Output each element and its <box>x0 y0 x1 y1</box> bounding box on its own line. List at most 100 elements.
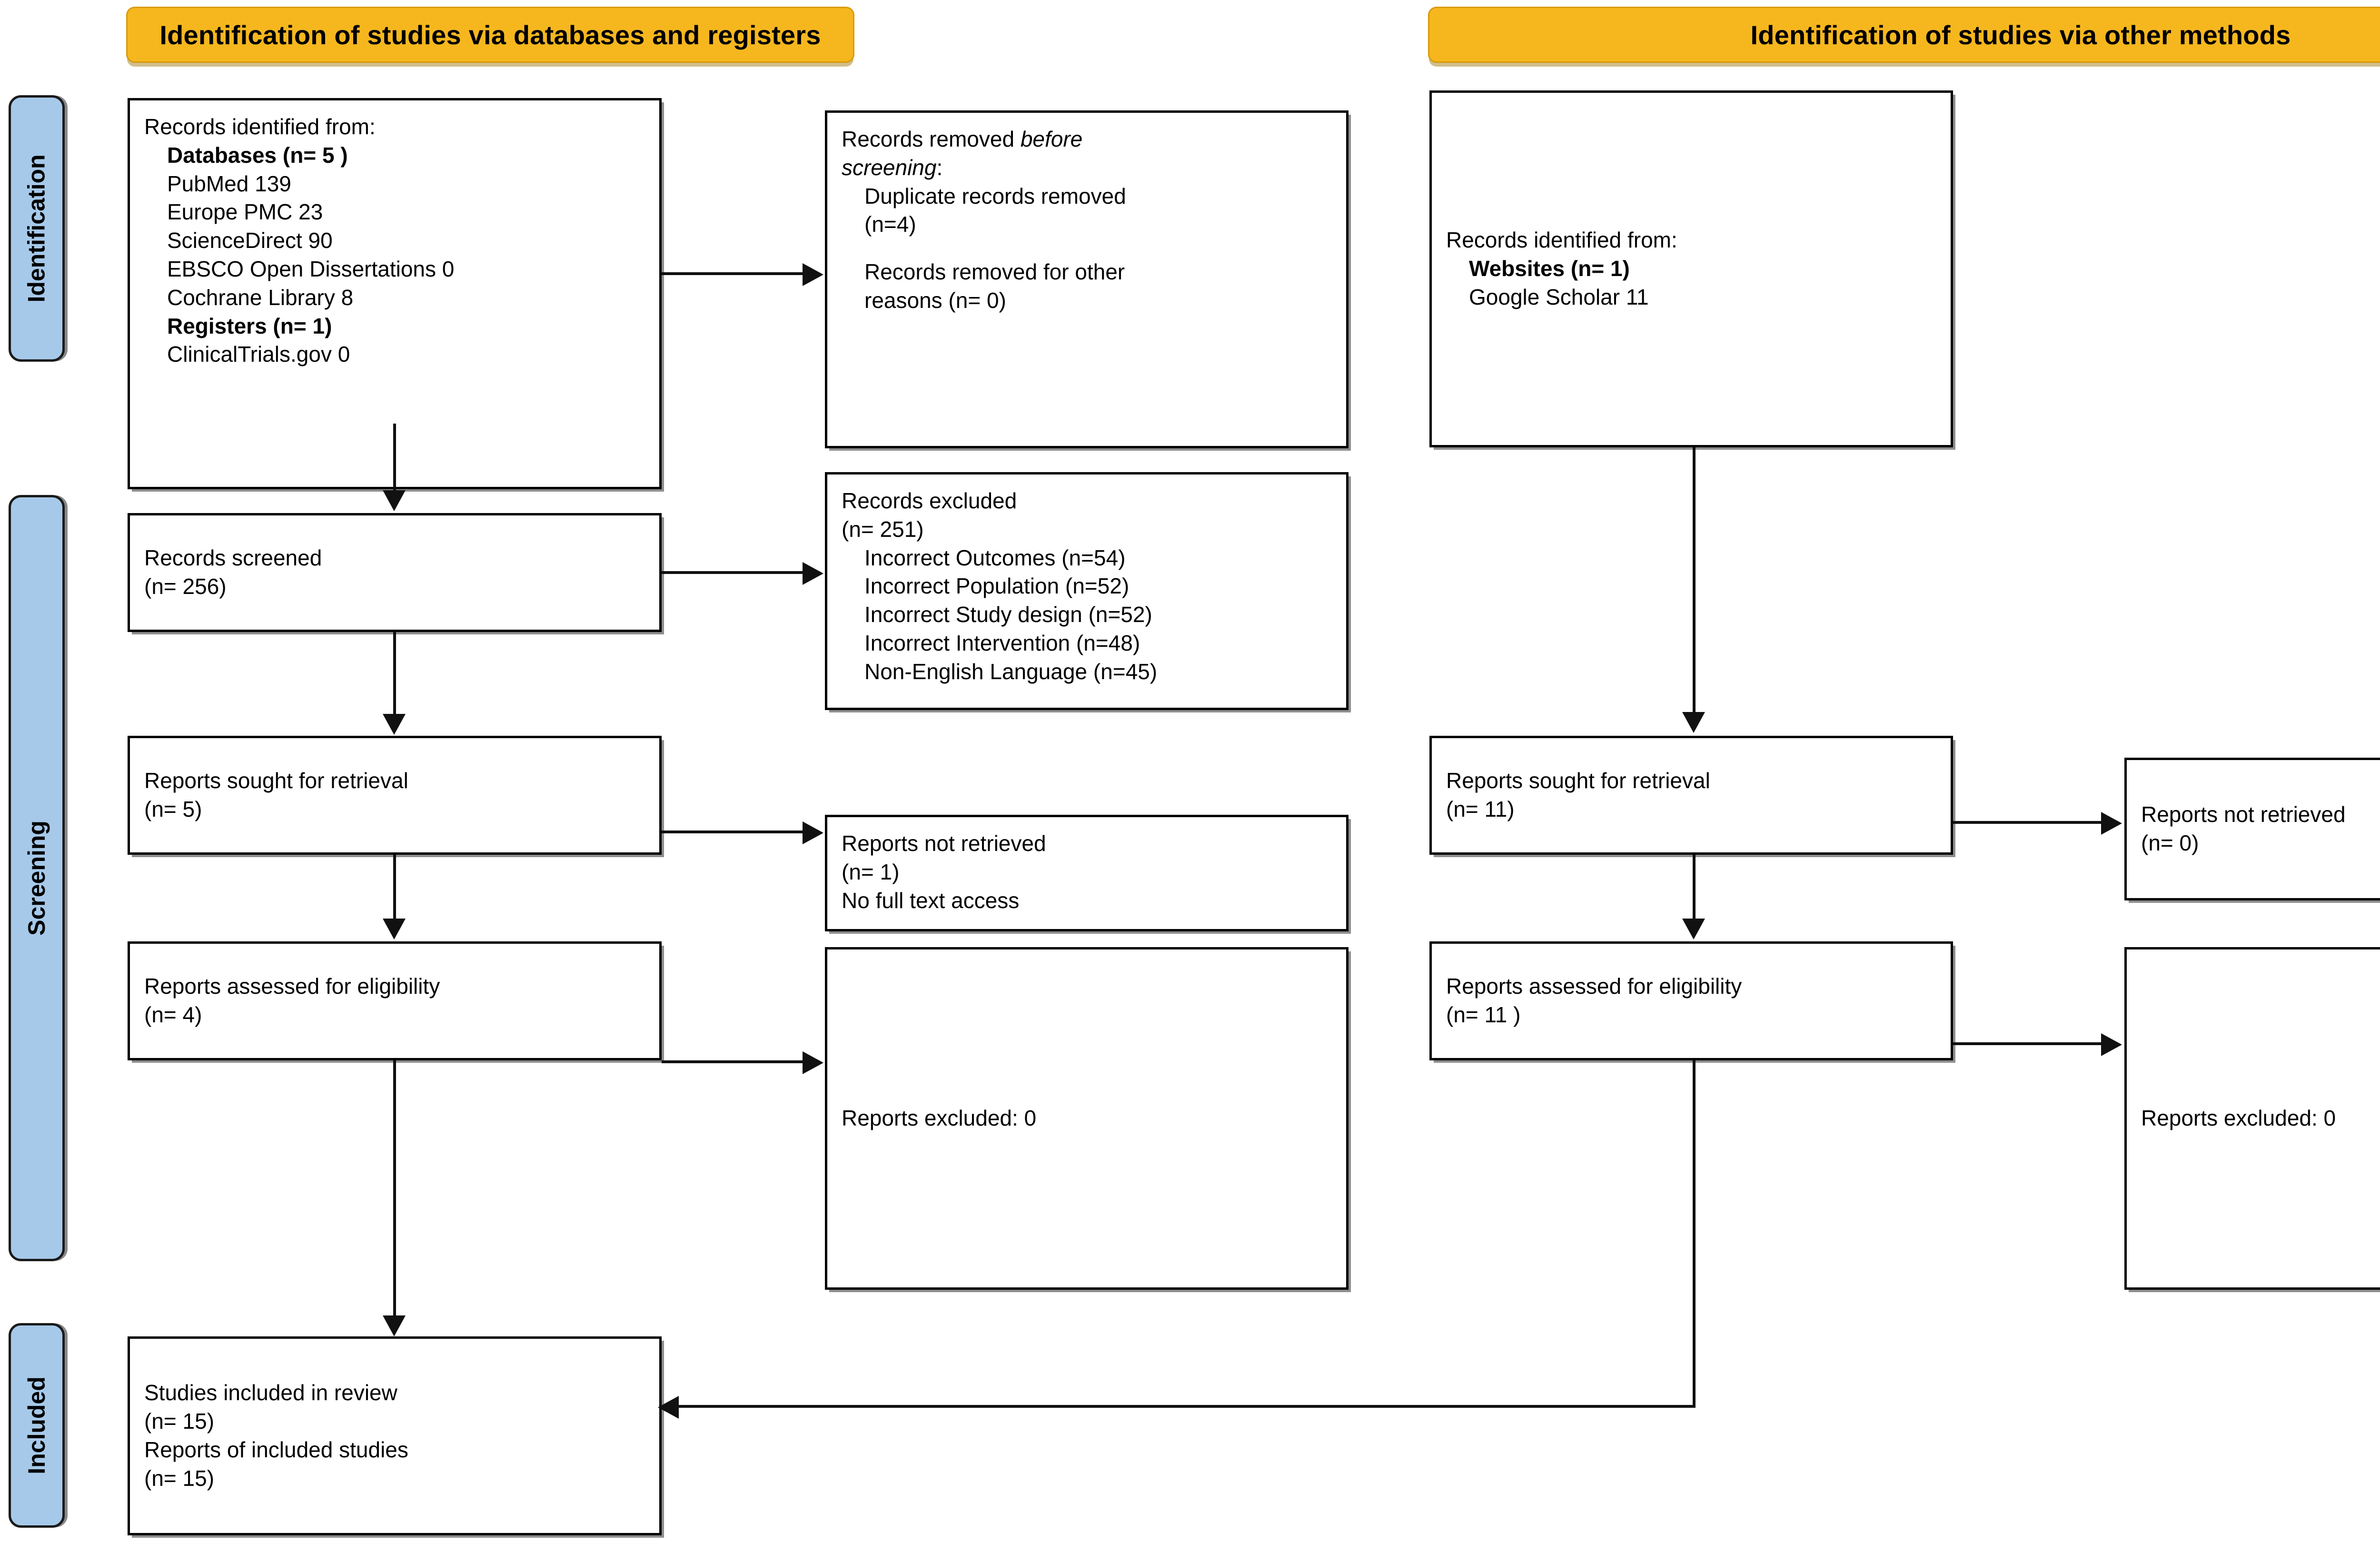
records-removed-other-line: Records removed for other <box>864 259 1125 285</box>
reports-assessed-right-count: (n= 11 ) <box>1446 1002 1521 1027</box>
arrowhead-screened-to-sought <box>383 714 406 735</box>
stage-pill-screening: Screening <box>9 495 65 1261</box>
connector-assessed-to-included <box>393 1060 396 1317</box>
box-reports-sought-right: Reports sought for retrieval (n= 11) <box>1429 736 1953 855</box>
records-removed-title-emphasis: before <box>1020 127 1083 151</box>
studies-included-label: Studies included in review <box>144 1380 397 1405</box>
connector-right-to-included <box>676 1405 1696 1408</box>
connector-screened-to-sought <box>393 632 396 717</box>
stage-label-included: Included <box>23 1376 50 1474</box>
reports-included-label: Reports of included studies <box>144 1437 408 1462</box>
box-reports-not-retrieved-right: Reports not retrieved (n= 0) <box>2124 758 2380 900</box>
source-ebsco-open-dissertations: EBSCO Open Dissertations 0 <box>167 256 455 281</box>
connector-identified-to-removed <box>662 272 804 275</box>
reports-sought-left-count: (n= 5) <box>144 797 202 821</box>
connector-assessed-to-reports-excluded <box>662 1060 804 1063</box>
connector-sought-to-assessed <box>393 855 396 920</box>
stage-pill-identification: Identification <box>9 95 65 362</box>
source-cochrane-library: Cochrane Library 8 <box>167 285 354 310</box>
reports-assessed-right-label: Reports assessed for eligibility <box>1446 974 1742 999</box>
banner-other-methods-label: Identification of studies via other meth… <box>1750 20 2291 50</box>
box-records-identified-other: Records identified from: Websites (n= 1)… <box>1429 90 1953 447</box>
connector-other-identified-to-sought <box>1693 447 1696 714</box>
duplicate-records-removed-count: (n=4) <box>864 212 916 237</box>
arrowhead-screened-to-excluded <box>803 562 823 585</box>
source-clinicaltrials-gov: ClinicalTrials.gov 0 <box>167 342 350 367</box>
records-excluded-label: Records excluded <box>842 488 1017 513</box>
exclusion-reason-incorrect-population: Incorrect Population (n=52) <box>864 573 1130 599</box>
connector-screened-to-excluded <box>662 571 804 574</box>
arrowhead-assessed-to-reports-excluded <box>803 1051 823 1074</box>
websites-count-label: Websites (n= 1) <box>1469 256 1630 281</box>
reports-sought-right-count: (n= 11) <box>1446 797 1515 821</box>
arrowhead-right-assessed-to-reports-excluded <box>2101 1033 2122 1056</box>
source-europe-pmc: Europe PMC 23 <box>167 199 323 225</box>
arrowhead-right-to-included <box>658 1396 679 1419</box>
connector-identified-to-screened <box>393 424 396 495</box>
arrowhead-identified-to-removed <box>803 263 823 286</box>
stage-label-identification: Identification <box>23 154 50 303</box>
source-pubmed: PubMed 139 <box>167 171 291 196</box>
reports-not-retrieved-left-count: (n= 1) <box>842 859 900 884</box>
connector-right-assessed-to-reports-excluded <box>1953 1042 2103 1045</box>
box-reports-assessed-left: Reports assessed for eligibility (n= 4) <box>128 941 662 1060</box>
connector-sought-to-not-retrieved <box>662 830 804 833</box>
reports-excluded-right-label: Reports excluded: 0 <box>2141 1106 2336 1131</box>
box-reports-excluded-right: Reports excluded: 0 <box>2124 947 2380 1290</box>
duplicate-records-removed-line: Duplicate records removed <box>864 183 1126 208</box>
arrowhead-sought-to-assessed <box>383 919 406 939</box>
reports-not-retrieved-left-label: Reports not retrieved <box>842 831 1046 856</box>
exclusion-reason-incorrect-outcomes: Incorrect Outcomes (n=54) <box>864 545 1126 570</box>
reports-sought-right-label: Reports sought for retrieval <box>1446 768 1710 793</box>
records-excluded-count: (n= 251) <box>842 516 924 542</box>
connector-right-sought-to-assessed <box>1693 855 1696 920</box>
reports-not-retrieved-right-count: (n= 0) <box>2141 830 2199 855</box>
banner-databases-registers-label: Identification of studies via databases … <box>159 20 821 50</box>
spacer <box>842 239 1332 258</box>
stage-pill-included: Included <box>9 1323 65 1528</box>
box-reports-sought-left: Reports sought for retrieval (n= 5) <box>128 736 662 855</box>
records-removed-title-prefix: Records removed <box>842 127 1021 151</box>
reports-assessed-left-label: Reports assessed for eligibility <box>144 974 440 999</box>
arrowhead-right-sought-to-assessed <box>1682 919 1705 939</box>
source-sciencedirect: ScienceDirect 90 <box>167 228 333 253</box>
records-removed-title-screening: screening <box>842 155 937 180</box>
reports-excluded-left-label: Reports excluded: 0 <box>842 1106 1037 1131</box>
databases-count-label: Databases (n= 5 ) <box>167 142 348 168</box>
records-removed-title-second: screening: <box>842 154 1332 182</box>
records-identified-title: Records identified from: <box>144 114 376 139</box>
box-reports-not-retrieved-left: Reports not retrieved (n= 1) No full tex… <box>825 815 1349 931</box>
records-screened-count: (n= 256) <box>144 574 227 599</box>
reports-assessed-left-count: (n= 4) <box>144 1002 202 1027</box>
banner-other-methods: Identification of studies via other meth… <box>1428 7 2380 63</box>
stage-label-screening: Screening <box>23 820 50 936</box>
records-removed-title: Records removed before <box>842 125 1332 154</box>
exclusion-reason-non-english-language: Non-English Language (n=45) <box>864 659 1158 684</box>
studies-included-count: (n= 15) <box>144 1409 215 1434</box>
arrowhead-right-sought-to-not-retrieved <box>2101 812 2122 835</box>
banner-databases-registers: Identification of studies via databases … <box>126 7 854 63</box>
arrowhead-other-identified-to-sought <box>1682 712 1705 733</box>
reports-not-retrieved-left-note: No full text access <box>842 888 1020 913</box>
records-screened-label: Records screened <box>144 545 322 571</box>
registers-count-label: Registers (n= 1) <box>167 313 332 338</box>
source-google-scholar: Google Scholar 11 <box>1469 284 1649 309</box>
arrowhead-identified-to-screened <box>383 490 406 511</box>
reports-not-retrieved-right-label: Reports not retrieved <box>2141 802 2346 827</box>
reports-sought-left-label: Reports sought for retrieval <box>144 768 408 793</box>
arrowhead-assessed-to-included <box>383 1315 406 1336</box>
reports-included-count: (n= 15) <box>144 1465 215 1491</box>
arrowhead-sought-to-not-retrieved <box>803 821 823 844</box>
records-removed-title-colon: : <box>936 155 943 180</box>
records-removed-other-count: reasons (n= 0) <box>864 287 1006 313</box>
connector-right-sought-to-not-retrieved <box>1953 821 2103 824</box>
box-reports-assessed-right: Reports assessed for eligibility (n= 11 … <box>1429 941 1953 1060</box>
exclusion-reason-incorrect-intervention: Incorrect Intervention (n=48) <box>864 630 1140 655</box>
connector-right-assessed-down <box>1693 1060 1696 1408</box>
exclusion-reason-incorrect-study-design: Incorrect Study design (n=52) <box>864 602 1152 627</box>
box-reports-excluded-left: Reports excluded: 0 <box>825 947 1349 1290</box>
box-records-excluded: Records excluded (n= 251) Incorrect Outc… <box>825 472 1349 710</box>
box-studies-included: Studies included in review (n= 15) Repor… <box>128 1336 662 1535</box>
box-records-screened: Records screened (n= 256) <box>128 513 662 632</box>
